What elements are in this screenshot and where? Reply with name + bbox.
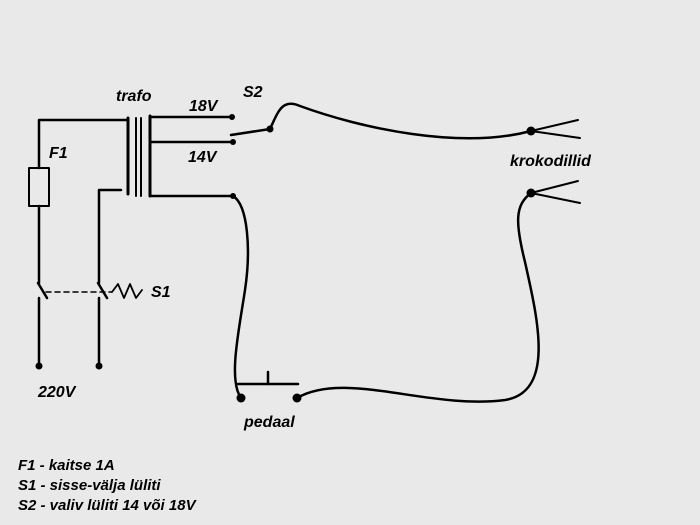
- terminal-mains-2: [95, 362, 103, 370]
- clip-lower-jaw-b: [530, 192, 581, 204]
- label-220v: 220V: [37, 384, 77, 401]
- label-s2: S2: [243, 84, 263, 101]
- terminal-mains-1: [35, 362, 43, 370]
- legend-item-f1: F1 - kaitse 1A: [18, 457, 115, 474]
- wire-to-clip-upper: [268, 102, 533, 140]
- clip-upper-jaw-b: [530, 130, 581, 139]
- switch-s1-actuator: [111, 283, 143, 299]
- label-s1: S1: [151, 284, 171, 301]
- switch-s2-blade: [229, 127, 272, 137]
- terminal-clip-upper: [526, 126, 536, 136]
- terminal-14v: [230, 139, 236, 145]
- label-f1: F1: [49, 145, 68, 162]
- legend-item-s2: S2 - valiv lüliti 14 või 18V: [18, 497, 196, 514]
- clip-lower-jaw-a: [530, 180, 579, 194]
- terminal-clip-lower: [526, 188, 536, 198]
- terminal-pedal-right: [292, 393, 302, 403]
- legend: F1 - kaitse 1A S1 - sisse-välja lüliti S…: [18, 456, 196, 516]
- terminal-s2-pivot: [266, 125, 274, 133]
- label-krokodillid: krokodillid: [510, 153, 592, 170]
- terminal-common: [230, 193, 236, 199]
- terminal-pedal-left: [236, 393, 246, 403]
- label-18v: 18V: [189, 98, 219, 115]
- switch-s1-blade-1: [36, 281, 49, 300]
- wire-from-pedal: [295, 191, 540, 403]
- wire-fuse-top: [37, 118, 130, 170]
- label-trafo: trafo: [116, 88, 152, 105]
- wire-to-pedal: [231, 194, 250, 400]
- legend-item-s1: S1 - sisse-välja lüliti: [18, 477, 161, 494]
- label-pedaal: pedaal: [243, 414, 295, 431]
- label-14v: 14V: [188, 149, 218, 166]
- terminal-18v: [229, 114, 235, 120]
- switch-s1-blade-2: [96, 281, 109, 300]
- fuse-f1: [28, 167, 50, 207]
- clip-upper-jaw-a: [530, 119, 579, 132]
- wire-primary-2: [97, 188, 123, 285]
